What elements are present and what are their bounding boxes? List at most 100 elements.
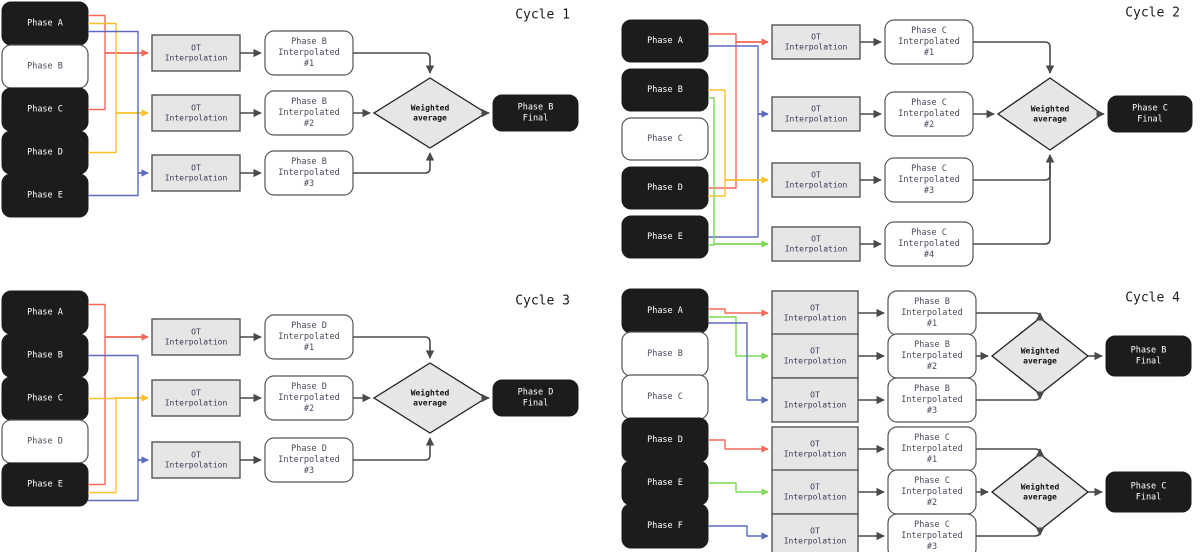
cycle-4-source-phase-e-label: Phase E (647, 478, 683, 488)
cycle-4-output-1-label: Final (1136, 357, 1162, 367)
cycle-4-source-phase-e[interactable]: Phase E (621, 460, 709, 506)
cycle-3-interpolated-1-label: Phase D (291, 321, 327, 331)
cycle-4-output-2[interactable]: Phase C Final (1105, 471, 1192, 513)
cycle-3-edge-phase-e-to-ot1 (88, 333, 149, 486)
cycle-4-interpolated-6-label: Interpolated (901, 531, 962, 541)
cycle-2-source-phase-d-label: Phase D (647, 183, 683, 193)
cycle-2-source-phase-b[interactable]: Phase B (621, 68, 709, 112)
cycle-3-process-2-label: Interpolation (165, 399, 228, 408)
cycle-2-interpolated-1-label: #1 (924, 48, 934, 58)
cycle-1-edge-phase-a-to-ot2 (88, 22, 149, 117)
cycle-3-source-phase-a[interactable]: Phase A (1, 290, 89, 335)
cycle-4-edge-phase-d-to-ot4 (708, 439, 769, 453)
cycle-3-interpolated-2-label: Interpolated (278, 393, 339, 403)
cycle-2-source-phase-d[interactable]: Phase D (621, 166, 709, 210)
cycle-4-process-2-label: Interpolation (784, 357, 847, 366)
cycle-2-source-phase-a[interactable]: Phase A (621, 19, 709, 63)
cycle-3-source-phase-d[interactable]: Phase D (1, 419, 89, 464)
cycle-1-edge-phase-a-to-ot1 (88, 14, 149, 57)
cycle-4-source-phase-d[interactable]: Phase D (621, 417, 709, 463)
cycle-3-interpolated-1-label: #1 (304, 343, 314, 353)
cycle-4-interpolated-4-label: Interpolated (901, 444, 962, 454)
cycle-3-interpolated-2-label: #2 (304, 404, 314, 414)
cycle-4-interpolated-4-label: #1 (927, 455, 937, 465)
cycle-4-source-phase-b-label: Phase B (647, 349, 683, 359)
cycle-3-source-phase-e[interactable]: Phase E (1, 462, 89, 507)
cycle-1-source-phase-c[interactable]: Phase C (1, 87, 89, 132)
cycle-4-edge-phase-e-to-ot5 (708, 482, 769, 496)
cycle-4-source-phase-a-label: Phase A (647, 306, 683, 316)
cycle-2-interpolated-2-label: Phase C (911, 98, 947, 108)
cycle-3-interpolated-3-label: Interpolated (278, 455, 339, 465)
cycle-3-source-phase-c[interactable]: Phase C (1, 376, 89, 421)
cycle-4-output-2-label: Final (1136, 493, 1162, 503)
cycle-2-source-phase-c[interactable]: Phase C (621, 117, 709, 161)
cycle-1-source-phase-a[interactable]: Phase A (1, 1, 89, 46)
cycle-4-interpolated-1-label: #1 (927, 319, 937, 329)
cycle-1-interpolated-1-label: Phase B (291, 37, 327, 47)
cycle-1-source-phase-e[interactable]: Phase E (1, 173, 89, 218)
cycle-4-edge-phase-f-to-ot6 (708, 525, 769, 540)
cycle-1-source-phase-d[interactable]: Phase D (1, 130, 89, 175)
cycle-4-arrow-interpolated-6-to-decision (976, 527, 1045, 537)
cycle-1-source-phase-b[interactable]: Phase B (1, 44, 89, 89)
cycle-4-edge-phase-a-to-ot3 (708, 322, 769, 404)
cycle-4-output-2-label: Phase C (1131, 481, 1167, 491)
cycle-2-source-phase-e[interactable]: Phase E (621, 215, 709, 259)
cycle-1-edge-phase-d-to-ot2 (88, 109, 149, 154)
cycle-4-source-phase-b[interactable]: Phase B (621, 331, 709, 377)
cycle-4-source-phase-a[interactable]: Phase A (621, 288, 709, 334)
cycle-2-edge-phase-a-to-ot1 (708, 33, 769, 46)
cycle-2-interpolated-3-label: #3 (924, 186, 934, 196)
cycle-2-source-phase-a-label: Phase A (647, 36, 683, 46)
cycle-2-arrow-interpolated-1-to-decision (973, 41, 1055, 74)
cycle-2-process-4-label: Interpolation (785, 245, 848, 254)
cycle-1-interpolated-3-label: Interpolated (278, 168, 339, 178)
cycle-4-source-phase-c[interactable]: Phase C (621, 374, 709, 420)
cycle-4-source-phase-f[interactable]: Phase F (621, 503, 709, 549)
cycle-3-source-phase-b[interactable]: Phase B (1, 333, 89, 378)
cycle-2-title: Cycle 2 (1125, 6, 1180, 21)
